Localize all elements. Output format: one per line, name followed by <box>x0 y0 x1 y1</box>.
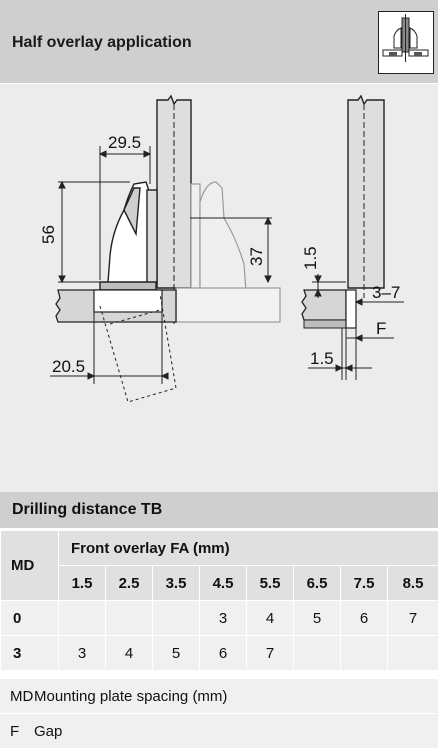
drilling-distance-table: MD Front overlay FA (mm) 1.5 2.5 3.5 4.5… <box>0 530 438 671</box>
ghost-hinge <box>175 181 281 323</box>
dimension-20-5 <box>50 312 169 384</box>
md-column-header: MD <box>0 530 59 601</box>
table-cell <box>386 635 438 671</box>
table-cell: 3 <box>199 600 247 636</box>
table-row: 3 3 4 5 6 7 <box>0 635 438 671</box>
fa-value-header: 3.5 <box>152 565 200 601</box>
fa-value-header: 7.5 <box>340 565 388 601</box>
table-cell: 7 <box>386 600 438 636</box>
door-panel-right <box>301 289 347 321</box>
table-cell <box>340 635 388 671</box>
legend-text: Gap <box>34 723 63 740</box>
label-3-7: 3–7 <box>372 283 400 302</box>
table-cell <box>152 600 200 636</box>
fa-value-header: 5.5 <box>246 565 294 601</box>
label-f: F <box>376 319 386 338</box>
fa-value-header: 1.5 <box>58 565 106 601</box>
technical-drawing: 29.5 56 37 20.5 <box>0 84 438 492</box>
label-1-5-bottom: 1.5 <box>310 349 334 368</box>
cabinet-side-panel-right <box>347 94 385 289</box>
legend-abbr: MD <box>10 688 34 705</box>
table-cell <box>293 635 341 671</box>
legend-row-f: F Gap <box>0 714 438 748</box>
md-value: 0 <box>0 600 59 636</box>
table-cell: 4 <box>105 635 153 671</box>
table-cell <box>105 600 153 636</box>
hinge-diagram: 29.5 56 37 20.5 <box>39 94 404 403</box>
fa-value-header: 8.5 <box>386 565 438 601</box>
dimension-29-5 <box>98 146 152 280</box>
table-row: 0 3 4 5 6 7 <box>0 600 438 636</box>
label-29-5: 29.5 <box>108 133 141 152</box>
label-37: 37 <box>247 247 266 266</box>
hinge-arm <box>99 181 158 291</box>
table-cell: 6 <box>340 600 388 636</box>
dimension-56 <box>58 180 130 284</box>
fa-value-header: 4.5 <box>199 565 247 601</box>
table-cell: 6 <box>199 635 247 671</box>
fa-value-header: 2.5 <box>105 565 153 601</box>
legend-text: Mounting plate spacing (mm) <box>34 688 228 705</box>
cabinet-side-panel <box>156 94 192 289</box>
page-title: Half overlay application <box>12 34 192 51</box>
table-cell <box>58 600 106 636</box>
table-cell: 5 <box>152 635 200 671</box>
dimension-3-7 <box>354 298 404 306</box>
label-1-5-top: 1.5 <box>301 246 320 270</box>
md-value: 3 <box>0 635 59 671</box>
door-swing-outline <box>99 293 177 403</box>
header-bar: Half overlay application <box>0 0 438 84</box>
table-cell: 4 <box>246 600 294 636</box>
legend-row-md: MD Mounting plate spacing (mm) <box>0 679 438 713</box>
hinge-application-icon <box>378 11 434 74</box>
table-cell: 7 <box>246 635 294 671</box>
drilling-distance-header: Drilling distance TB <box>0 492 438 528</box>
dimension-f <box>345 328 394 380</box>
dimension-37 <box>190 216 272 284</box>
legend-abbr: F <box>10 723 20 740</box>
fa-value-header: 6.5 <box>293 565 341 601</box>
dimension-1-5-bottom <box>308 328 372 380</box>
table-cell: 5 <box>293 600 341 636</box>
label-20-5: 20.5 <box>52 357 85 376</box>
dimension-1-5-top <box>312 274 346 298</box>
front-overlay-header: Front overlay FA (mm) <box>57 530 438 566</box>
table-cell: 3 <box>58 635 106 671</box>
label-56: 56 <box>39 225 58 244</box>
drilling-distance-title: Drilling distance TB <box>12 501 163 518</box>
